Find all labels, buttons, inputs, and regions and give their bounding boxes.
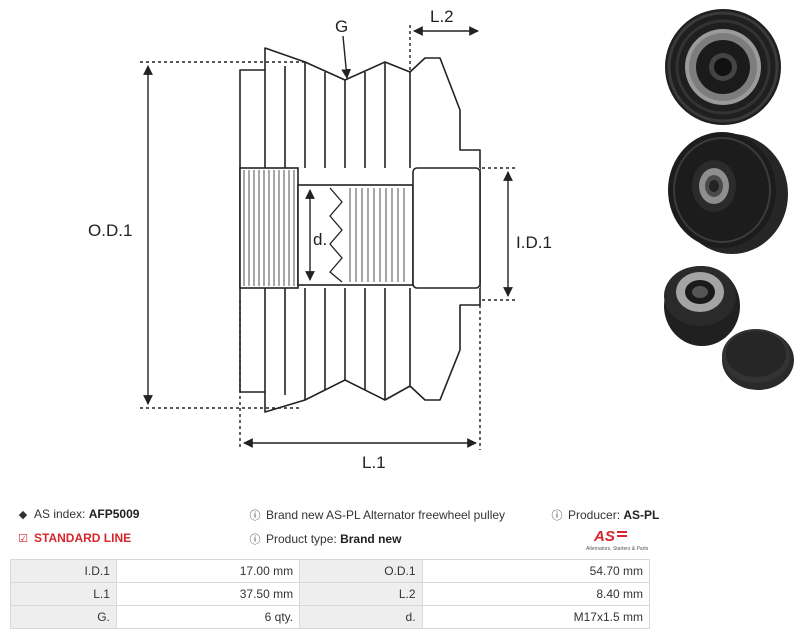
table-row: I.D.1 17.00 mm O.D.1 54.70 mm: [10, 559, 651, 583]
info-icon: ⓘ: [249, 510, 261, 522]
description: ⓘ Brand new AS-PL Alternator freewheel pu…: [248, 507, 506, 523]
producer-label: Producer:: [568, 508, 621, 522]
spec-value: 37.50 mm: [115, 582, 301, 606]
as-index: ◆ AS index: AFP5009: [16, 507, 140, 521]
product-type-label: Product type:: [266, 532, 337, 546]
spec-label: I.D.1: [10, 559, 117, 583]
as-pl-logo: AS Alternators, Starters & Parts: [586, 528, 649, 552]
l2-label: L.2: [430, 7, 454, 26]
as-index-label: AS index:: [34, 507, 86, 521]
standard-line-text: STANDARD LINE: [34, 531, 132, 545]
spec-value: 8.40 mm: [421, 582, 651, 606]
standard-line: ☑ STANDARD LINE: [16, 531, 131, 545]
producer: ⓘ Producer: AS-PL: [550, 507, 660, 523]
pulley-bore: [239, 167, 481, 289]
l1-label: L.1: [362, 453, 386, 472]
table-row: G. 6 qty. d. M17x1.5 mm: [10, 605, 651, 629]
description-text: Brand new AS-PL Alternator freewheel pul…: [266, 508, 506, 522]
svg-text:Alternators, Starters & Parts: Alternators, Starters & Parts: [586, 546, 649, 552]
as-index-value: AFP5009: [88, 507, 140, 521]
info-icon: ⓘ: [249, 534, 261, 546]
spec-value: 17.00 mm: [115, 559, 301, 583]
dimension-lines: [143, 26, 513, 448]
table-row: L.1 37.50 mm L.2 8.40 mm: [10, 582, 651, 606]
spec-value: 6 qty.: [115, 605, 301, 629]
check-icon: ☑: [18, 533, 28, 545]
technical-drawing: G L.2 O.D.1 I.D.1 d. L.1: [88, 7, 552, 472]
spec-table: I.D.1 17.00 mm O.D.1 54.70 mm L.1 37.50 …: [10, 559, 651, 629]
od1-label: O.D.1: [88, 221, 132, 240]
pulley-photo-angled: [668, 132, 788, 254]
product-type-value: Brand new: [340, 532, 402, 546]
spec-label: G.: [10, 605, 117, 629]
id1-label: I.D.1: [516, 233, 552, 252]
info-icon: ⓘ: [551, 510, 563, 522]
spec-label: O.D.1: [299, 559, 423, 583]
d-label: d.: [313, 230, 327, 249]
producer-value: AS-PL: [623, 508, 660, 522]
spec-value: M17x1.5 mm: [421, 605, 651, 629]
pulley-photo-with-cap: [664, 266, 794, 390]
svg-text:AS: AS: [593, 528, 615, 545]
spec-label: d.: [299, 605, 423, 629]
spec-value: 54.70 mm: [421, 559, 651, 583]
groove-label: G: [335, 17, 348, 36]
product-type: ⓘ Product type: Brand new: [248, 531, 402, 547]
pulley-photo-front: [665, 9, 781, 125]
extension-lines: [140, 25, 515, 450]
spec-label: L.2: [299, 582, 423, 606]
spec-label: L.1: [10, 582, 117, 606]
tag-icon: ◆: [18, 509, 28, 521]
